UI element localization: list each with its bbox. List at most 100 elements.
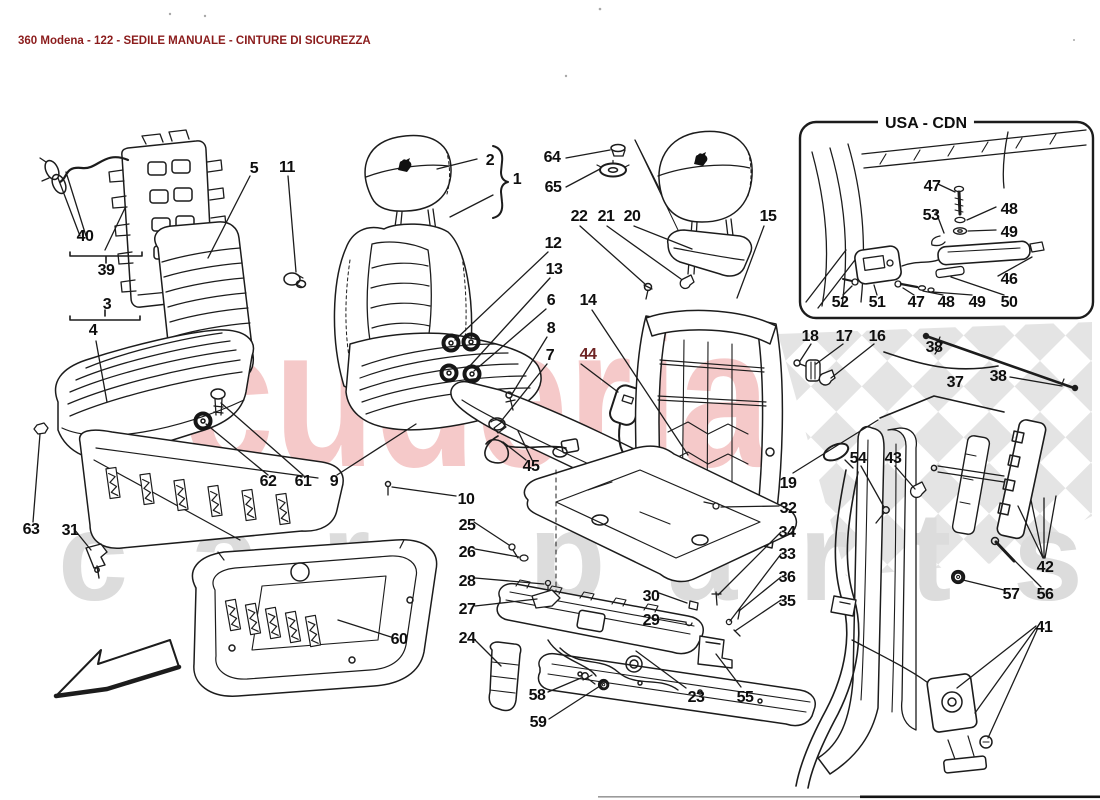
bracket-31 (85, 543, 108, 579)
callout-50: 50 (1000, 294, 1018, 311)
callout-65: 65 (544, 179, 562, 196)
callout-39: 39 (97, 262, 115, 279)
page-title: 360 Modena - 122 - SEDILE MANUALE - CINT… (18, 35, 371, 47)
usa-cdn-inset (798, 120, 1095, 320)
clips-16-17-18 (793, 359, 836, 386)
usa-cdn-inset-title: USA - CDN (877, 115, 975, 133)
callout-37: 37 (946, 374, 964, 391)
callout-23: 23 (687, 689, 705, 706)
callout-25: 25 (458, 517, 476, 534)
callout-31: 31 (61, 522, 79, 539)
torsion-rod (879, 332, 1079, 419)
callout-62: 62 (259, 473, 277, 490)
bottom-edge-line (598, 795, 1100, 799)
callout-27: 27 (458, 601, 476, 618)
callout-30: 30 (642, 588, 660, 605)
callout-33: 33 (778, 546, 796, 563)
callout-28: 28 (458, 573, 476, 590)
grouping-brackets (69, 145, 509, 321)
callout-16: 16 (868, 328, 886, 345)
seat-rails (488, 501, 816, 727)
callout-26: 26 (458, 544, 476, 561)
callout-36: 36 (778, 569, 796, 586)
screw-and-washer (193, 388, 226, 431)
callout-5: 5 (249, 160, 259, 177)
callout-46: 46 (1000, 271, 1018, 288)
cable-45 (484, 421, 580, 464)
callout-8: 8 (546, 320, 556, 337)
screw-8 (505, 391, 516, 411)
callout-42: 42 (1036, 559, 1054, 576)
callout-35: 35 (778, 593, 796, 610)
callout-40: 40 (76, 228, 94, 245)
callout-54: 54 (849, 450, 867, 467)
callout-45: 45 (522, 458, 540, 475)
callout-43: 43 (884, 450, 902, 467)
seatbelt-buckle-44 (609, 384, 643, 464)
paper-specks (168, 7, 1075, 78)
callout-63: 63 (22, 521, 40, 538)
ferrari-horse-icon (694, 152, 708, 166)
leader-lines (32, 139, 1063, 739)
callout-41: 41 (1035, 619, 1053, 636)
callout-60: 60 (390, 631, 408, 648)
callout-12: 12 (544, 235, 562, 252)
screw-64 (610, 143, 626, 157)
callout-47-top: 47 (923, 178, 941, 195)
exploded-headrest (596, 130, 753, 300)
callout-56: 56 (1036, 586, 1054, 603)
callout-1: 1 (512, 171, 522, 188)
callout-10: 10 (457, 491, 475, 508)
callout-7: 7 (545, 347, 555, 364)
callout-58: 58 (528, 687, 546, 704)
screw-54 (875, 506, 890, 524)
callout-61: 61 (294, 473, 312, 490)
wheel-65 (596, 159, 630, 178)
callout-13: 13 (545, 261, 563, 278)
callout-48-top: 48 (1000, 201, 1018, 218)
callout-6: 6 (546, 292, 556, 309)
callout-49-top: 49 (1000, 224, 1018, 241)
cap-7 (488, 417, 506, 431)
callout-9: 9 (329, 473, 339, 490)
callout-21: 21 (597, 208, 615, 225)
seat-frame-skeleton (523, 309, 798, 607)
seat-base-pan (191, 539, 438, 697)
callout-32: 32 (779, 500, 797, 517)
ferrari-horse-icon (398, 158, 412, 172)
callout-14: 14 (579, 292, 597, 309)
callout-48-bottom: 48 (937, 294, 955, 311)
callout-34: 34 (778, 524, 796, 541)
callout-22: 22 (570, 208, 588, 225)
callout-51: 51 (868, 294, 886, 311)
seat-spring-frame (33, 388, 344, 579)
callout-24: 24 (458, 630, 476, 647)
callout-38-right: 38 (989, 368, 1007, 385)
callout-64: 64 (543, 149, 561, 166)
callout-44: 44 (579, 346, 597, 363)
callout-29: 29 (642, 612, 660, 629)
callout-19: 19 (779, 475, 797, 492)
callout-57: 57 (1002, 586, 1020, 603)
callout-47-bottom: 47 (907, 294, 925, 311)
recline-knob (283, 272, 307, 289)
callout-49-bottom: 49 (968, 294, 986, 311)
callout-18: 18 (801, 328, 819, 345)
callout-52: 52 (831, 294, 849, 311)
callout-53: 53 (922, 207, 940, 224)
callout-15: 15 (759, 208, 777, 225)
callout-2: 2 (485, 152, 495, 169)
callout-4: 4 (88, 322, 98, 339)
callout-55: 55 (736, 689, 754, 706)
seatbelt-assembly (795, 419, 1047, 789)
screw-58 (581, 672, 596, 685)
callout-11: 11 (279, 159, 295, 176)
callout-3: 3 (102, 296, 112, 313)
callout-17: 17 (835, 328, 853, 345)
usa-cdn-inset-art (805, 129, 1087, 309)
callout-20: 20 (623, 208, 641, 225)
callout-38-left: 38 (925, 339, 943, 356)
callout-59: 59 (529, 714, 547, 731)
